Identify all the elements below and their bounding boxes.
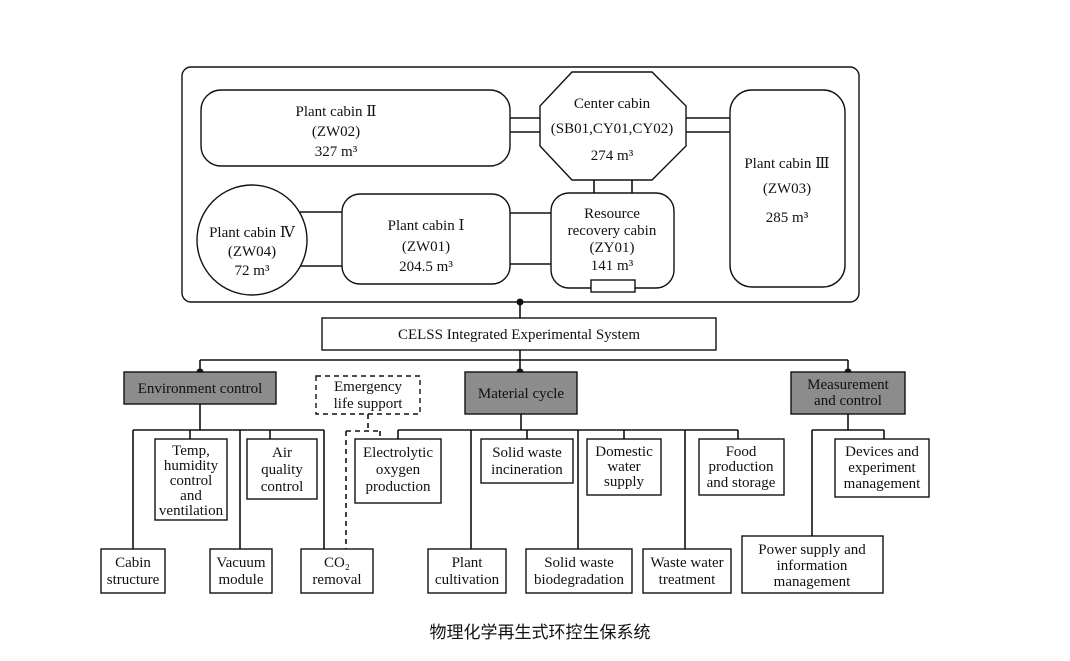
devices-experiment-box bbox=[834, 438, 930, 498]
center-cabin-code: (SB01,CY01,CY02) bbox=[551, 121, 674, 137]
power-supply-box bbox=[741, 535, 884, 594]
figure-caption: 物理化学再生式环控生保系统 bbox=[430, 623, 651, 643]
temp-line4: and bbox=[180, 488, 202, 504]
emergency-life-support-box bbox=[315, 375, 421, 415]
air-line3: control bbox=[261, 479, 304, 495]
plant-cabin-3-name: Plant cabin Ⅲ bbox=[744, 156, 829, 172]
temp-line2: humidity bbox=[164, 458, 219, 474]
environment-control-label: Environment control bbox=[138, 381, 263, 397]
system-title: CELSS Integrated Experimental System bbox=[398, 327, 640, 343]
plant-cabin-1-code: (ZW01) bbox=[402, 239, 450, 255]
plant-cabin-4 bbox=[196, 184, 308, 296]
electrolytic-line2: oxygen bbox=[376, 462, 421, 478]
plant-cult-line2: cultivation bbox=[435, 572, 500, 588]
measurement-label-line1: Measurement bbox=[807, 377, 889, 393]
plant-cabin-3-code: (ZW03) bbox=[763, 181, 811, 197]
biodegradation-line2: biodegradation bbox=[534, 572, 624, 588]
plant-cabin-4-code: (ZW04) bbox=[228, 244, 276, 260]
center-cabin-name: Center cabin bbox=[574, 96, 651, 112]
plant-cabin-4-volume: 72 m³ bbox=[235, 263, 270, 279]
power-line2: information bbox=[777, 558, 848, 574]
resource-cabin-line1: Resource bbox=[584, 206, 640, 222]
center-cabin-volume: 274 m³ bbox=[591, 148, 634, 164]
waste-water-box bbox=[642, 548, 732, 594]
vacuum-line2: module bbox=[219, 572, 264, 588]
plant-cabin-2 bbox=[200, 89, 511, 167]
emergency-label-line1: Emergency bbox=[334, 379, 403, 395]
plant-cabin-3-volume: 285 m³ bbox=[766, 210, 809, 226]
material-cycle-label: Material cycle bbox=[478, 386, 565, 402]
food-line3: and storage bbox=[707, 475, 776, 491]
co2-line2: removal bbox=[312, 572, 361, 588]
plant-cultivation-box bbox=[427, 548, 507, 594]
plant-cabin-4-name: Plant cabin Ⅳ bbox=[209, 225, 296, 241]
resource-recovery-port bbox=[590, 279, 636, 293]
power-line1: Power supply and bbox=[758, 542, 866, 558]
emergency-label-line2: life support bbox=[334, 396, 404, 412]
temp-line5: ventilation bbox=[159, 503, 224, 519]
domestic-line3: supply bbox=[604, 474, 645, 490]
cabin-structure-line1: Cabin bbox=[115, 555, 151, 571]
waste-water-line2: treatment bbox=[659, 572, 716, 588]
co2-removal-box bbox=[300, 548, 374, 594]
measurement-label-line2: and control bbox=[814, 393, 882, 409]
resource-cabin-line2: recovery cabin bbox=[568, 223, 657, 239]
cabin-connectors bbox=[300, 117, 730, 267]
plant-cabin-2-volume: 327 m³ bbox=[315, 144, 358, 160]
system-title-box bbox=[321, 317, 717, 351]
electrolytic-line1: Electrolytic bbox=[363, 445, 433, 461]
temp-line1: Temp, bbox=[172, 443, 210, 459]
domestic-line1: Domestic bbox=[595, 444, 653, 460]
plant-cult-line1: Plant bbox=[452, 555, 484, 571]
plant-cabin-2-code: (ZW02) bbox=[312, 124, 360, 140]
devices-line2: experiment bbox=[848, 460, 916, 476]
solid-waste-incineration-box bbox=[480, 438, 574, 484]
resource-cabin-code: (ZY01) bbox=[590, 240, 635, 256]
solid-waste-biodegradation-box bbox=[525, 548, 633, 594]
cabin-structure-line2: structure bbox=[107, 572, 160, 588]
vacuum-module-box bbox=[209, 548, 273, 594]
material-branches bbox=[397, 414, 739, 549]
plant-cabin-1 bbox=[341, 193, 511, 285]
air-line2: quality bbox=[261, 462, 303, 478]
cabin-structure-box bbox=[100, 548, 166, 594]
devices-line3: management bbox=[844, 476, 921, 492]
domestic-water-box bbox=[586, 438, 662, 496]
food-line1: Food bbox=[726, 444, 757, 460]
material-cycle-header bbox=[464, 371, 578, 415]
environment-branches bbox=[132, 404, 325, 549]
temp-line3: control bbox=[170, 473, 213, 489]
incineration-line1: Solid waste bbox=[492, 445, 562, 461]
emergency-link bbox=[345, 414, 381, 549]
measurement-branches bbox=[811, 414, 885, 536]
environment-control-header bbox=[123, 371, 277, 405]
temp-humidity-box bbox=[154, 438, 228, 521]
devices-line1: Devices and bbox=[845, 444, 919, 460]
food-production-box bbox=[698, 438, 785, 496]
electrolytic-line3: production bbox=[366, 479, 431, 495]
power-line3: management bbox=[774, 574, 851, 590]
incineration-line2: incineration bbox=[491, 462, 563, 478]
air-line1: Air bbox=[272, 445, 292, 461]
plant-cabin-2-name: Plant cabin Ⅱ bbox=[295, 104, 376, 120]
food-line2: production bbox=[709, 459, 774, 475]
biodegradation-line1: Solid waste bbox=[544, 555, 614, 571]
waste-water-line1: Waste water bbox=[650, 555, 723, 571]
vacuum-line1: Vacuum bbox=[216, 555, 265, 571]
electrolytic-oxygen-box bbox=[354, 438, 442, 504]
domestic-line2: water bbox=[607, 459, 640, 475]
air-quality-box bbox=[246, 438, 318, 500]
resource-cabin-volume: 141 m³ bbox=[591, 258, 634, 274]
plant-cabin-1-name: Plant cabin Ⅰ bbox=[388, 218, 465, 234]
measurement-control-header bbox=[790, 371, 906, 415]
plant-cabin-1-volume: 204.5 m³ bbox=[399, 259, 453, 275]
plant-cabin-3 bbox=[729, 89, 846, 288]
co2-line1: CO₂ bbox=[324, 555, 350, 571]
center-cabin bbox=[539, 71, 687, 181]
